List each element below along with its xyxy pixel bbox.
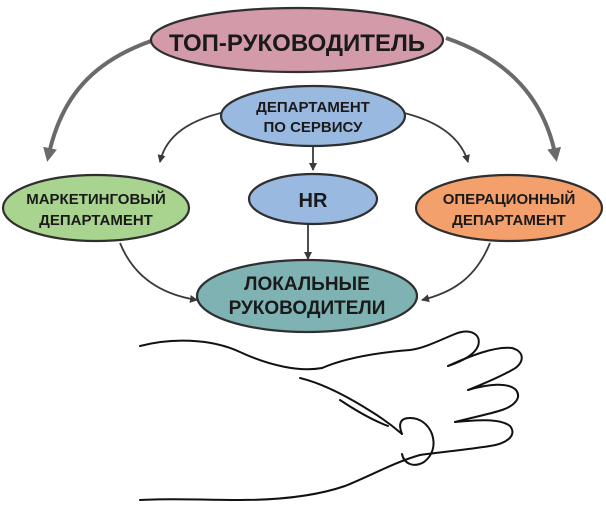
node-hr-label: HR [299, 190, 328, 212]
open-hand-illustration [139, 330, 523, 501]
node-service-line1: ДЕПАРТАМЕНТ [256, 99, 370, 116]
node-service-shape [219, 84, 407, 148]
node-operations-line1: ОПЕРАЦИОННЫЙ [443, 190, 576, 208]
node-local-line1: ЛОКАЛЬНЫЕ [244, 274, 370, 295]
node-service-dept: ДЕПАРТАМЕНТ ПО СЕРВИСУ [219, 84, 407, 148]
arrow-operations-to-local [421, 242, 491, 303]
node-operations-shape [414, 173, 604, 243]
arrow-marketing-to-local [119, 242, 198, 303]
node-marketing-dept: МАРКЕТИНГОВЫЙ ДЕПАРТАМЕНТ [1, 173, 191, 243]
node-top-manager: ТОП-РУКОВОДИТЕЛЬ [149, 6, 445, 74]
node-marketing-line1: МАРКЕТИНГОВЫЙ [26, 190, 166, 208]
node-marketing-line2: ДЕПАРТАМЕНТ [39, 212, 153, 229]
node-operations-line2: ДЕПАРТАМЕНТ [452, 212, 566, 229]
arrow-top-to-operations [445, 36, 562, 162]
node-top-label: ТОП-РУКОВОДИТЕЛЬ [169, 30, 425, 57]
node-operations-dept: ОПЕРАЦИОННЫЙ ДЕПАРТАМЕНТ [414, 173, 604, 243]
node-service-line2: ПО СЕРВИСУ [263, 119, 363, 136]
node-marketing-shape [1, 173, 191, 243]
node-local-managers: ЛОКАЛЬНЫЕ РУКОВОДИТЕЛИ [195, 258, 419, 334]
node-local-line2: РУКОВОДИТЕЛИ [229, 298, 386, 319]
node-hr-shape [247, 172, 379, 226]
node-top-shape [149, 6, 445, 74]
arrow-service-to-operations [399, 111, 470, 163]
arrow-top-to-marketing [43, 36, 161, 162]
node-local-shape [195, 258, 419, 334]
node-hr: HR [247, 172, 379, 226]
arrow-service-to-marketing [157, 111, 226, 163]
